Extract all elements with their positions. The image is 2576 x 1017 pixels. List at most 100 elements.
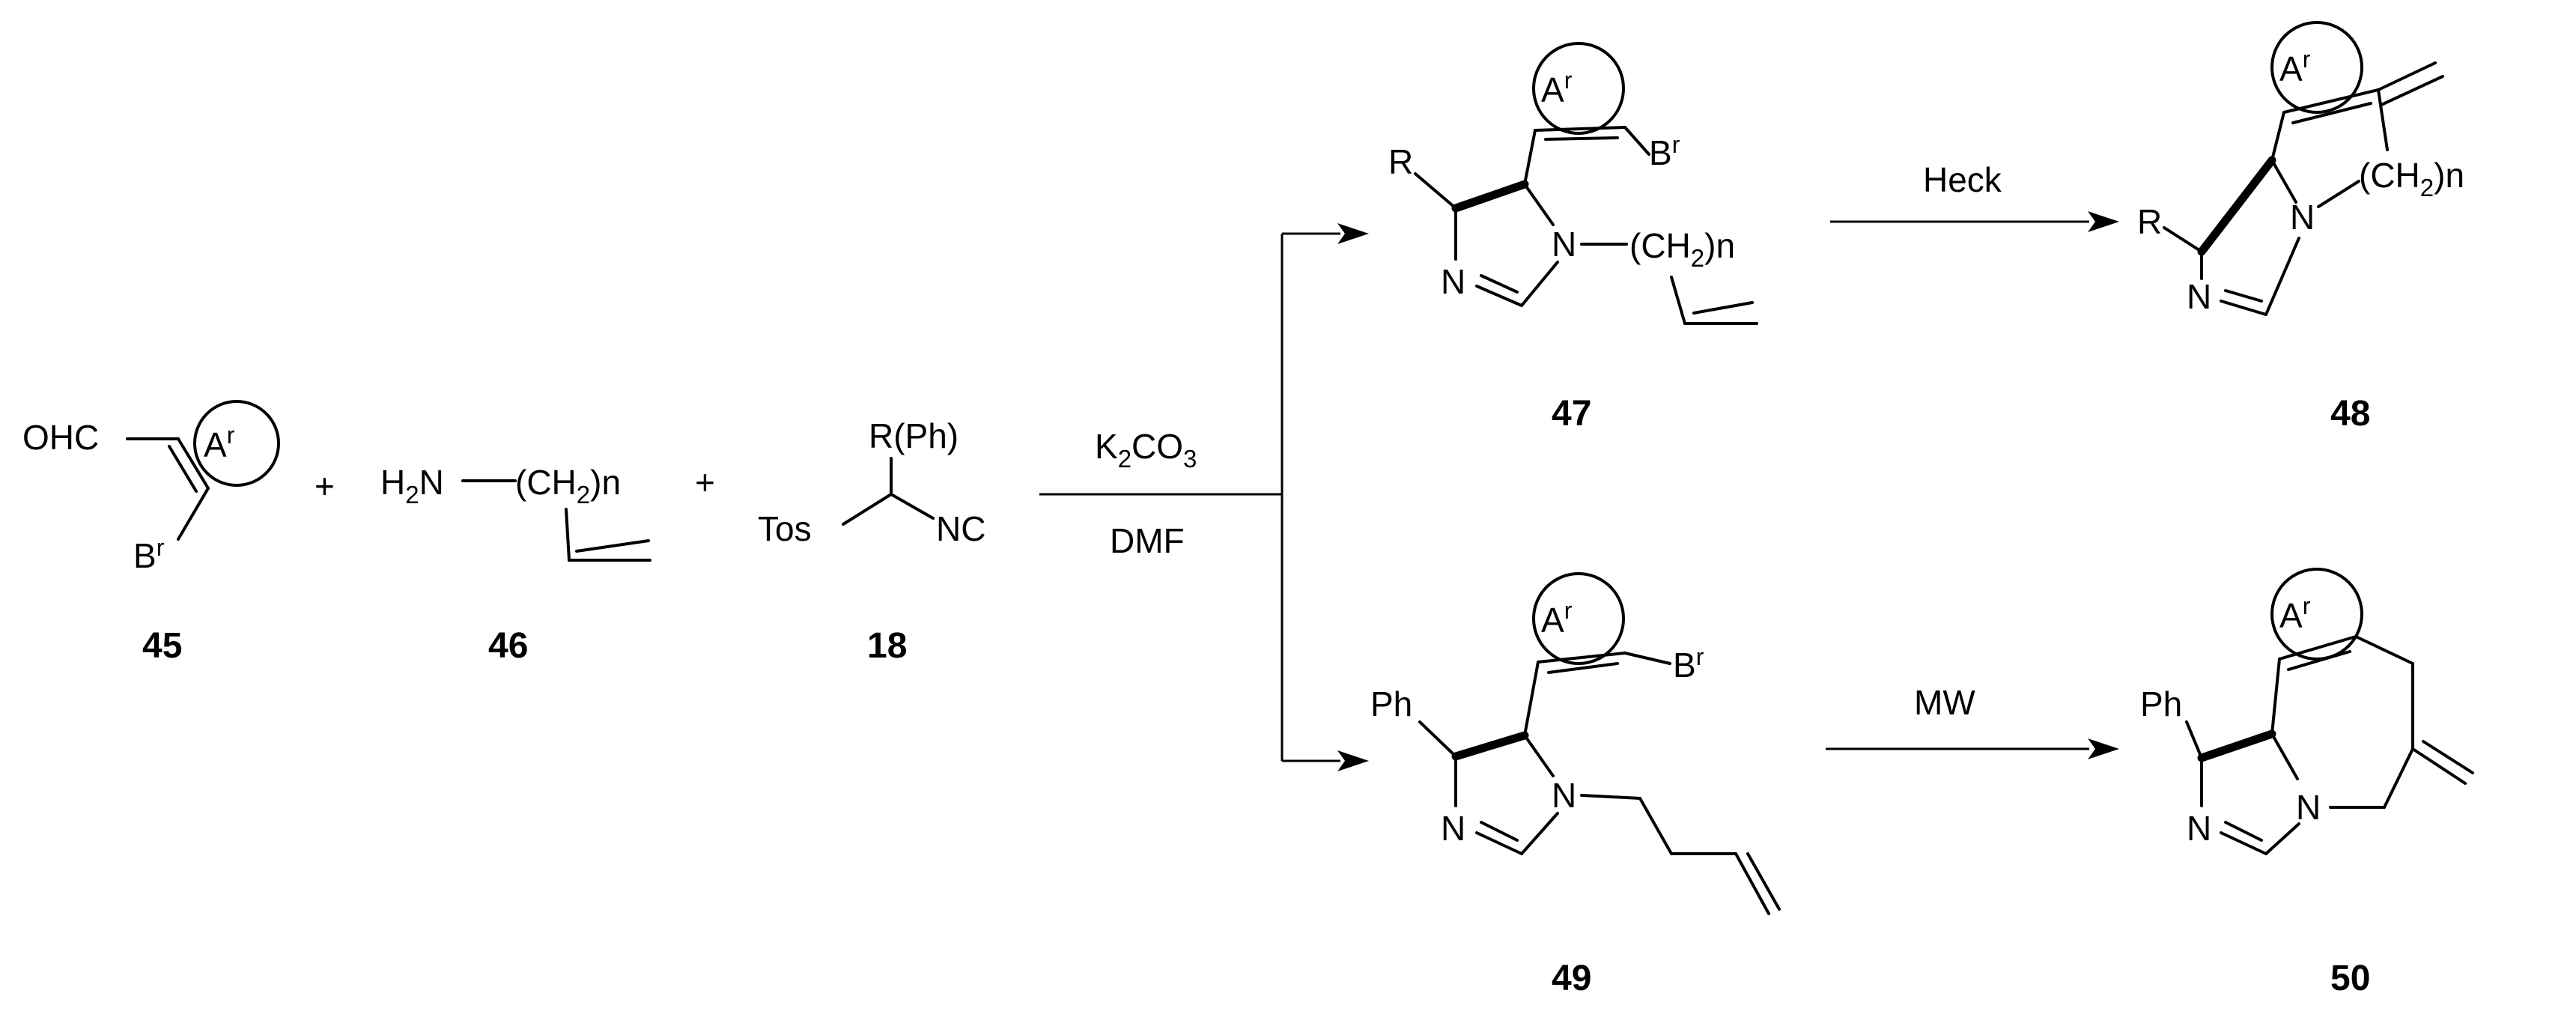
aryl-ring-45: [193, 400, 280, 487]
n-label-49b: N: [1552, 776, 1576, 815]
chain-label-47: (CH2)n: [1629, 226, 1735, 272]
compound-number-47: 47: [1552, 394, 1591, 434]
ring-bond-b: [1523, 183, 1555, 226]
n-label-50b: N: [2296, 788, 2321, 827]
compound-50: Ar Ph N N 50: [2140, 568, 2474, 998]
bond-br-49: [1623, 652, 1671, 665]
chain-bond-2: [1638, 797, 1673, 855]
n-label-48b: N: [2290, 198, 2315, 237]
chain-label-48: (CH2)n: [2359, 156, 2464, 201]
vinyl-double-48: [2291, 102, 2372, 124]
bromine-label-45: Br: [133, 534, 165, 575]
mw-arrow: MW: [1826, 683, 2119, 759]
mw-label: MW: [1914, 683, 1975, 722]
heck-label: Heck: [1923, 160, 2002, 199]
ring-bond-d-49: [1520, 812, 1559, 855]
heck-arrow: Heck: [1830, 160, 2119, 232]
vinyl-49b: [1734, 852, 1770, 915]
compound-48: Ar (CH2)n R N N 48: [2137, 21, 2464, 434]
vinyl-double-47b: [1692, 301, 1754, 315]
vinyl-double-49b: [1746, 852, 1781, 911]
bond-c-tos: [842, 493, 893, 526]
vinyl-double-49: [1547, 662, 1619, 674]
vinyl-47: [1534, 126, 1626, 132]
chain-bond-1: [1580, 794, 1641, 800]
amine-label: H2N: [380, 463, 444, 508]
ring-bond-c-50: [2220, 831, 2267, 855]
plus-sign-1: +: [315, 467, 335, 506]
aryl-ring-48: [2270, 21, 2363, 114]
solvent-label: DMF: [1110, 521, 1185, 560]
isocyanide-label: NC: [936, 509, 985, 548]
bond-r: [1414, 172, 1457, 210]
n-label-50a: N: [2187, 809, 2211, 848]
aldehyde-label: OHC: [22, 418, 99, 457]
ring-bond-c-48: [2220, 300, 2267, 316]
bold-bond-47: [1451, 180, 1529, 213]
compound-47: Ar Br R N N (CH2)n 47: [1388, 42, 1758, 434]
bond-c-nc: [890, 493, 935, 520]
n-label-47a: N: [1441, 262, 1465, 301]
vinyl-50: [2278, 635, 2357, 661]
bond-ring-chain: [2377, 88, 2389, 151]
bond-br-45: [177, 487, 210, 541]
ring-bond-b-48: [2270, 159, 2297, 204]
bromine-label-47: Br: [1649, 131, 1680, 172]
bold-bond-48: [2197, 156, 2276, 256]
bond-aryl-imid: [1523, 129, 1537, 186]
bond-ph: [1418, 720, 1457, 758]
ring-double-c-48: [2224, 289, 2263, 303]
ring-bond-c-49: [1475, 831, 1523, 855]
r-label-47: R: [1388, 142, 1413, 181]
bond-n-chain-48: [2317, 180, 2360, 208]
compound-number-45: 45: [142, 626, 182, 666]
exo-double-48: [2380, 75, 2444, 106]
exo-bond-48: [2377, 61, 2437, 91]
vinyl-double-46: [575, 539, 650, 553]
compound-number-48: 48: [2330, 394, 2370, 434]
ph-label-49: Ph: [1370, 684, 1412, 723]
reagent-label: K2CO3: [1095, 427, 1197, 473]
exo-bond-50: [2411, 747, 2467, 785]
bond-br-47: [1623, 126, 1650, 156]
ring7-bond-1: [2354, 635, 2414, 665]
aryl-ring-47: [1532, 42, 1625, 135]
conditions-arrow: K2CO3 DMF: [1039, 223, 1369, 771]
vinyl-bond-45: [177, 437, 210, 490]
plus-sign-2: +: [695, 463, 715, 502]
bold-bond-49: [1451, 731, 1529, 761]
aryl-label-50: Ar: [2279, 592, 2311, 635]
compound-18: R(Ph) Tos NC 18: [758, 416, 985, 666]
ph-label-50: Ph: [2140, 684, 2182, 723]
bold-bond-50: [2197, 729, 2276, 762]
aryl-label-49: Ar: [1541, 597, 1573, 640]
mw-arrow-head: [2088, 738, 2119, 759]
allyl-bond-47: [1670, 276, 1686, 325]
ring-double-c: [1480, 274, 1519, 294]
ring-bond-b-49: [1523, 734, 1555, 777]
ring-bond-d-48: [2264, 237, 2300, 316]
ring7-bond-3: [2383, 747, 2414, 809]
n-label-47b: N: [1552, 225, 1576, 264]
aryl-label-45: Ar: [204, 422, 235, 464]
aryl-label-47: Ar: [1541, 67, 1573, 109]
ring-bond-b-50: [2270, 732, 2299, 780]
bond-aryl-imid-50: [2270, 658, 2281, 735]
ring-double-c-50: [2224, 821, 2263, 842]
ring-bond-d-50: [2264, 822, 2300, 855]
compound-number-49: 49: [1552, 959, 1591, 998]
compound-49: Ar Br Ph N N 49: [1370, 572, 1781, 998]
r-ph-label: R(Ph): [869, 416, 959, 455]
compound-number-50: 50: [2330, 959, 2370, 998]
heck-arrow-head: [2088, 211, 2119, 232]
ring-bond-d: [1520, 261, 1559, 307]
bond-ph-50: [2185, 720, 2203, 759]
vinyl-double-45: [168, 445, 198, 493]
bond-aryl-imid-48: [2270, 111, 2285, 162]
lower-branch-head: [1337, 750, 1369, 771]
compound-46: H2N (CH2)n 46: [380, 463, 651, 666]
n-label-49a: N: [1441, 809, 1465, 848]
vinyl-double-50: [2287, 650, 2351, 671]
vinyl-double-47: [1544, 136, 1619, 141]
